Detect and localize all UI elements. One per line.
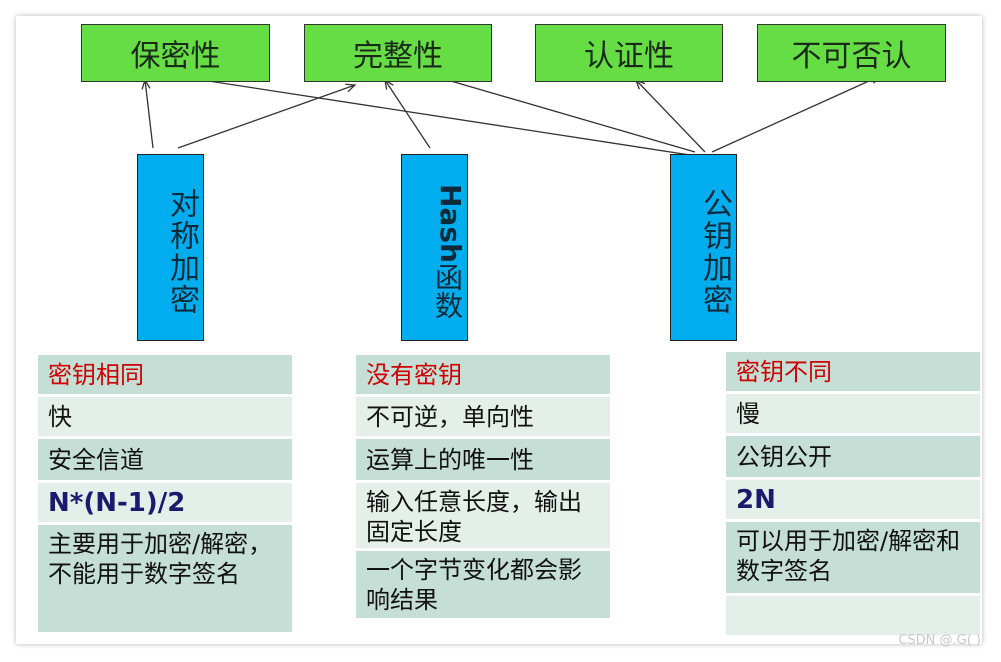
- table-row-empty: [726, 596, 980, 638]
- goal-integrity: 完整性: [304, 24, 492, 82]
- watermark-text: CSDN @.G( ): [898, 633, 981, 648]
- table-row: 主要用于加密/解密，不能用于数字签名: [38, 525, 292, 635]
- table-row: 密钥不同: [726, 352, 980, 394]
- table-hash: 没有密钥 不可逆，单向性 运算上的唯一性 输入任意长度，输出固定长度 一个字节变…: [356, 355, 610, 621]
- hash-latin-text: Hash: [434, 184, 467, 263]
- method-symmetric-encryption: 对称加密: [137, 154, 204, 341]
- goal-non-repudiation: 不可否认: [757, 24, 946, 82]
- table-row: 快: [38, 397, 292, 439]
- table-row: N*(N-1)/2: [38, 483, 292, 525]
- table-row: 没有密钥: [356, 355, 610, 397]
- table-row: 公钥公开: [726, 436, 980, 480]
- hash-cjk-text: 函数: [431, 262, 464, 319]
- goal-confidentiality: 保密性: [81, 24, 270, 82]
- table-row: 2N: [726, 480, 980, 522]
- table-row: 运算上的唯一性: [356, 439, 610, 483]
- goal-authentication: 认证性: [535, 24, 723, 82]
- table-row: 慢: [726, 394, 980, 436]
- table-row: 可以用于加密/解密和数字签名: [726, 522, 980, 596]
- table-row: 输入任意长度，输出固定长度: [356, 483, 610, 551]
- table-row: 一个字节变化都会影响结果: [356, 551, 610, 621]
- table-symmetric: 密钥相同 快 安全信道 N*(N-1)/2 主要用于加密/解密，不能用于数字签名: [38, 355, 292, 635]
- table-row: 不可逆，单向性: [356, 397, 610, 439]
- table-public-key: 密钥不同 慢 公钥公开 2N 可以用于加密/解密和数字签名: [726, 352, 980, 638]
- method-public-key-encryption: 公钥加密: [670, 154, 737, 341]
- table-row: 安全信道: [38, 439, 292, 483]
- table-row: 密钥相同: [38, 355, 292, 397]
